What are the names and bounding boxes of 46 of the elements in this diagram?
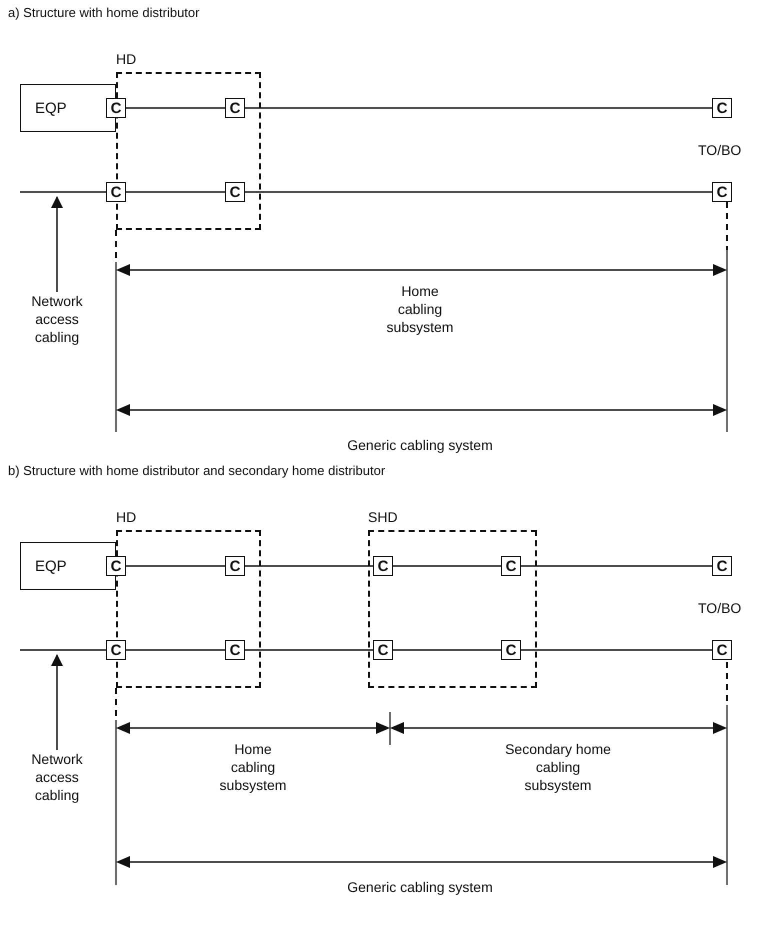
connector-box: C [225,556,245,576]
leader-arrow [51,196,63,292]
connector-box: C [106,556,126,576]
connector-box: C [225,182,245,202]
connector-box: C [501,640,521,660]
cable-line [245,649,373,651]
dimension-label: Secondary home cabling subsystem [504,740,612,794]
cabling-label: Network access cabling [12,750,102,804]
cable-line [245,191,712,193]
distributor-label: HD [116,50,136,68]
cable-line [393,649,501,651]
cable-line [245,107,712,109]
connector-box: C [712,98,732,118]
connector-box: C [373,640,393,660]
cable-line [393,565,501,567]
connector-box: C [106,98,126,118]
cable-line [126,649,225,651]
connector-box: C [225,640,245,660]
connector-box: C [712,640,732,660]
cable-line [126,191,225,193]
figure-subtitle: a) Structure with home distributor [8,4,200,22]
cable-line [245,565,373,567]
cable-line [126,107,225,109]
connector-box: C [106,182,126,202]
connector-box: C [712,182,732,202]
dimension-label: Generic cabling system [346,436,494,454]
dimension-label: Generic cabling system [346,878,494,896]
connector-box: C [501,556,521,576]
connector-box: C [373,556,393,576]
cable-line [20,191,106,193]
cable-line [521,649,712,651]
dimension-label: Home cabling subsystem [386,282,454,336]
dimension-label: TO/BO [698,599,742,617]
leader-arrow [51,654,63,750]
cable-line [126,565,225,567]
cabling-label: Network access cabling [12,292,102,346]
cable-line [521,565,712,567]
cable-line [20,649,106,651]
dimension-label: Home cabling subsystem [218,740,288,794]
figure-subtitle: b) Structure with home distributor and secondary home distributor [8,462,386,480]
dimension-label: TO/BO [698,141,742,159]
distributor-label: HD [116,508,136,526]
distributor-label: SHD [368,508,398,526]
connector-box: C [712,556,732,576]
connector-box: C [225,98,245,118]
connector-box: C [106,640,126,660]
